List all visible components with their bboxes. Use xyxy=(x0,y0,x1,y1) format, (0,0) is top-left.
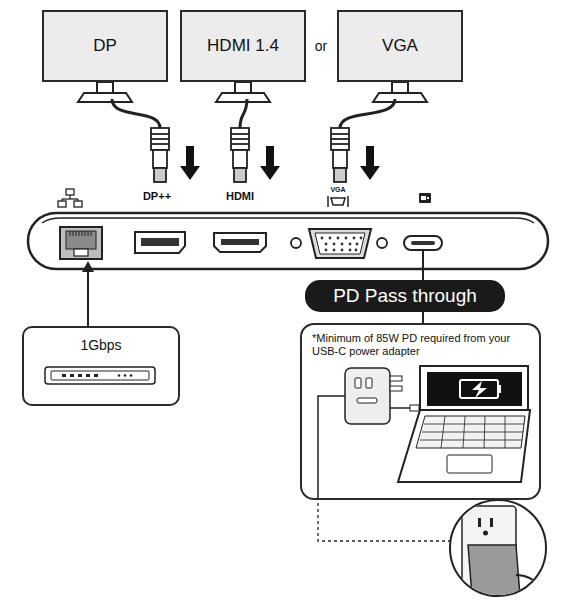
label-holder: VGA xyxy=(330,186,345,193)
power-wire xyxy=(422,250,424,282)
label-holder: DP++ xyxy=(143,191,171,202)
power-note-panel: *Minimum of 85W PD required from your US… xyxy=(300,323,541,500)
node-text: DP xyxy=(93,36,117,56)
dock-body xyxy=(28,213,548,269)
separator-word: or xyxy=(315,38,327,54)
network-callout: 1Gbps xyxy=(22,326,180,406)
label-holder: or xyxy=(315,39,327,53)
insert-arrows xyxy=(180,146,380,180)
label-holder: HDMI xyxy=(226,191,254,202)
node-text: PD Pass through xyxy=(333,285,477,307)
node-text: VGA xyxy=(382,36,418,56)
monitor-screen: DP xyxy=(42,10,168,82)
dock-ports xyxy=(60,227,442,259)
video-cables xyxy=(112,99,395,128)
cable-plugs xyxy=(151,128,349,182)
port-label: HDMI xyxy=(226,190,254,202)
network-switch xyxy=(45,367,155,384)
node-text: *Minimum of 85W PD required from your US… xyxy=(312,332,527,358)
port-label: DP++ xyxy=(143,190,171,202)
node-text: 1Gbps xyxy=(80,337,121,353)
monitor-stands xyxy=(78,82,427,102)
monitor-screen: HDMI 1.4 xyxy=(180,10,306,82)
monitor-screen: VGA xyxy=(337,10,463,82)
wall-outlet xyxy=(450,500,550,596)
pass-through-badge: PD Pass through xyxy=(305,280,505,312)
port-icon-label: VGA xyxy=(330,186,345,193)
connector-line xyxy=(422,312,424,323)
node-text: HDMI 1.4 xyxy=(207,36,279,56)
port-icons xyxy=(58,189,431,207)
ethernet-arrow xyxy=(82,261,94,327)
